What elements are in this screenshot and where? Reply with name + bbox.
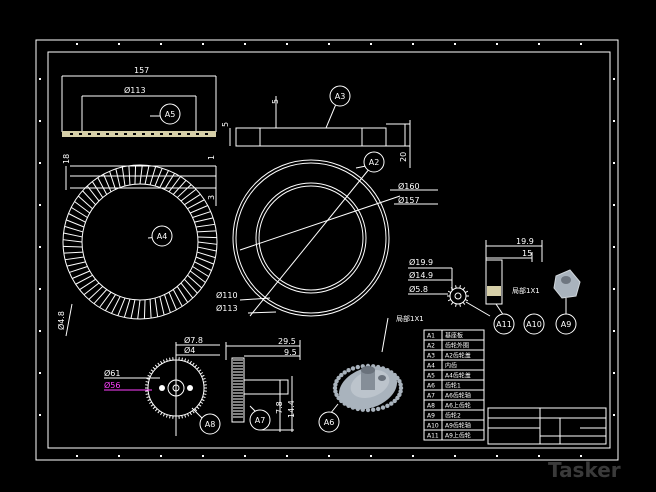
table-row-name: A9上齿轮 <box>445 432 471 440</box>
table-row-id: A6 <box>427 383 435 390</box>
balloon-a9 <box>555 313 577 335</box>
table-row-name: 齿轮2 <box>445 412 461 420</box>
table-row-name: A6齿轮轴 <box>445 392 471 400</box>
balloon-a7-label: A7 <box>255 416 266 425</box>
dim-19-9b: 19.9 <box>516 237 534 246</box>
balloon-a5 <box>159 103 181 125</box>
table-row-id: A2 <box>427 343 435 350</box>
part-a8-gear <box>104 342 220 436</box>
dim-160: Ø160 <box>398 181 420 191</box>
balloon-a4-label: A4 <box>157 232 168 241</box>
balloon-a5-label: A5 <box>165 110 176 119</box>
table-row-id: A5 <box>427 373 435 380</box>
dim-5a: 5 <box>271 99 280 104</box>
inner-frame <box>47 51 611 449</box>
dim-20: 20 <box>399 152 408 162</box>
table-row-id: A1 <box>427 333 435 340</box>
frame-tick-marks <box>39 43 615 457</box>
table-row-name: A2齿轮盖 <box>445 352 471 360</box>
balloon-a3 <box>329 85 351 107</box>
table-row-id: A10 <box>427 423 439 430</box>
balloon-a10-label: A10 <box>526 320 542 329</box>
dim-19-9a: Ø19.9 <box>409 257 433 267</box>
part-a9-3d <box>553 269 581 314</box>
table-row-name: 内齿 <box>445 362 457 370</box>
table-row-id: A11 <box>427 433 439 440</box>
shaft-teeth <box>487 286 501 296</box>
balloon-a11-label: A11 <box>496 320 512 329</box>
dim-157b: Ø157 <box>398 195 420 205</box>
table-row-name: A9齿轮轴 <box>445 422 471 430</box>
balloon-a3-label: A3 <box>335 92 346 101</box>
dim-157: 157 <box>134 66 149 75</box>
table-row-name: 齿轮1 <box>445 382 461 390</box>
balloon-a9-label: A9 <box>561 320 572 329</box>
balloon-a4 <box>151 225 173 247</box>
note-view-1: 局部1X1 <box>512 286 540 295</box>
table-row-id: A3 <box>427 353 435 360</box>
part-a5-strip <box>61 75 217 132</box>
dim-3: 3 <box>207 195 216 200</box>
dim-7-8: Ø7.8 <box>184 335 203 345</box>
strip-body <box>62 131 216 137</box>
balloon-a2-label: A2 <box>369 158 380 167</box>
balloon-a8-label: A8 <box>205 420 216 429</box>
dim-9-5: 9.5 <box>284 348 297 357</box>
dim-14-4: 14.4 <box>287 400 296 418</box>
balloon-a2 <box>363 151 385 173</box>
dim-113-top: Ø113 <box>124 85 146 95</box>
dim-18: 18 <box>62 154 71 164</box>
part-a6-3d <box>329 317 404 415</box>
table-row-id: A4 <box>427 363 435 370</box>
table-row-name: 齿轮外圈 <box>445 342 469 350</box>
dim-4: Ø4 <box>184 345 195 355</box>
dim-56: Ø56 <box>104 380 120 390</box>
table-row-id: A9 <box>427 413 435 420</box>
parts-table <box>423 329 485 441</box>
balloon-a6 <box>318 411 340 433</box>
table-row-id: A8 <box>427 403 435 410</box>
part-a7-shaft <box>225 340 301 432</box>
table-row-id: A7 <box>427 393 435 400</box>
table-row-name: A4齿轮盖 <box>445 372 471 380</box>
dim-5b: 5 <box>221 122 230 127</box>
part-a10-shaft <box>485 240 543 317</box>
dim-7-8b: 7.8 <box>275 401 284 414</box>
dim-29-5: 29.5 <box>278 337 296 346</box>
part-a11-gear <box>408 267 491 317</box>
balloon-a7 <box>249 409 271 431</box>
title-block <box>487 407 607 445</box>
balloon-a10 <box>523 313 545 335</box>
balloon-a8 <box>199 413 221 435</box>
note-view-2: 局部1X1 <box>396 314 424 323</box>
table-row-name: 基座板 <box>445 332 463 340</box>
dim-5-8: Ø5.8 <box>409 284 428 294</box>
balloon-a6-label: A6 <box>324 418 335 427</box>
part-a4-gear <box>62 164 218 337</box>
dim-110: Ø110 <box>216 290 238 300</box>
outer-frame <box>35 39 619 461</box>
part-a3-side <box>229 96 411 168</box>
dim-15: 15 <box>522 249 532 258</box>
dim-113-bot: Ø113 <box>216 303 238 313</box>
dim-1: 1 <box>207 155 216 160</box>
table-row-name: A6上齿轮 <box>445 402 471 410</box>
dim-4-8: Ø4.8 <box>56 311 66 330</box>
watermark: Tasker <box>548 458 621 482</box>
balloon-a11 <box>493 313 515 335</box>
dim-61: Ø61 <box>104 368 120 378</box>
part-a2-ring <box>232 159 438 317</box>
dim-14-9: Ø14.9 <box>409 270 433 280</box>
